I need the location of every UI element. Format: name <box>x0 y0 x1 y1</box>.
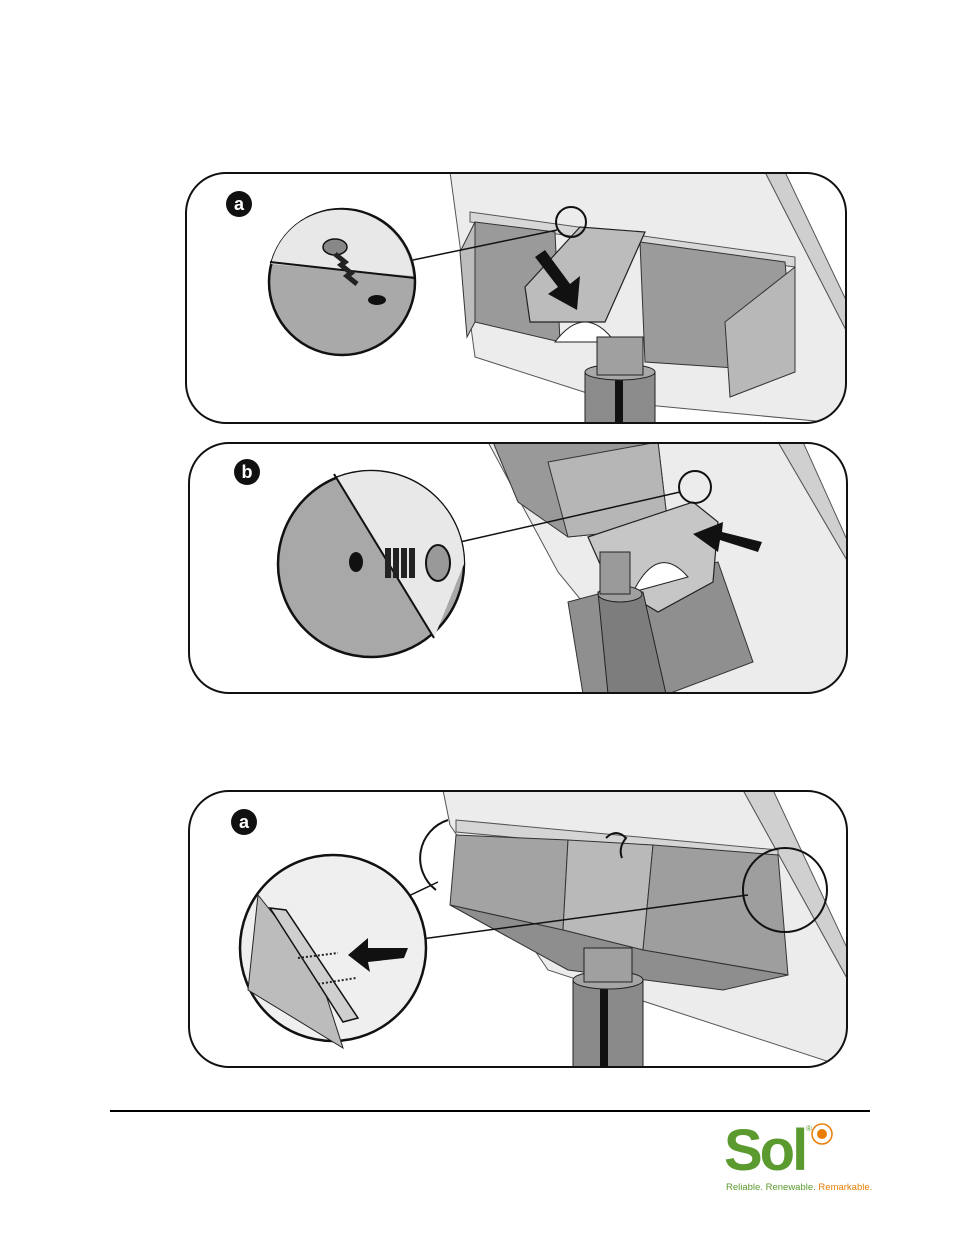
sun-icon <box>810 1122 834 1146</box>
panel-label: a <box>234 194 245 214</box>
figure-panel-3: a <box>188 790 848 1068</box>
panel-label: a <box>239 812 250 832</box>
sol-logo: Sol ® Reliable. Renewable. Remarkable. <box>724 1120 874 1200</box>
logo-tagline: Reliable. Renewable. Remarkable. <box>726 1182 872 1193</box>
panel-label: b <box>242 462 253 482</box>
logo-wordmark: Sol <box>724 1120 805 1182</box>
tagline-part1: Reliable. Renewable. <box>726 1182 816 1193</box>
figure-panel-1: a <box>185 172 847 424</box>
figure-panel-2: b <box>188 442 848 694</box>
tagline-part2: Remarkable. <box>818 1182 872 1193</box>
footer-rule <box>110 1110 870 1112</box>
